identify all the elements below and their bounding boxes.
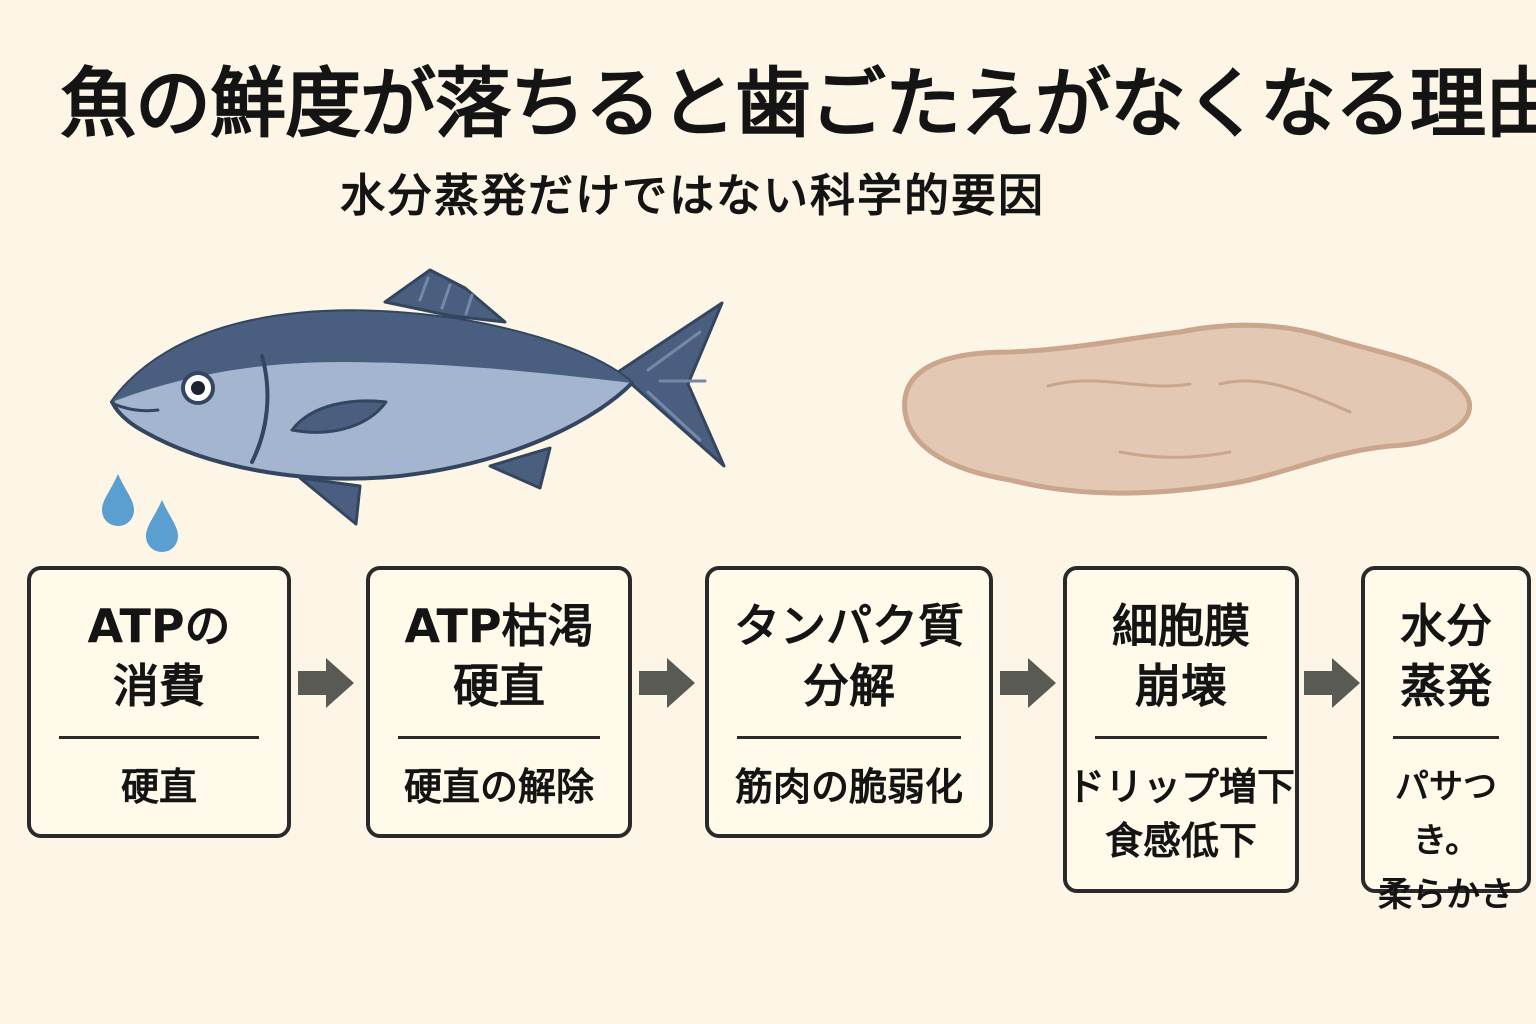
fish-icon bbox=[102, 268, 726, 552]
step-effect: ドリップ増下 食感低下 bbox=[1067, 765, 1296, 863]
step-effect: パサつき。 柔らかさ bbox=[1378, 767, 1514, 915]
divider bbox=[398, 736, 600, 739]
step-effect: 筋肉の脆弱化 bbox=[734, 765, 963, 809]
step-title: タンパク質 分解 bbox=[734, 599, 964, 713]
step-atp-depletion: ATP枯渇 硬直 硬直の解除 bbox=[366, 566, 632, 838]
divider bbox=[59, 736, 259, 739]
step-atp-consumption: ATPの 消費 硬直 bbox=[27, 566, 291, 838]
page-title: 魚の鮮度が落ちると歯ごたえがなくなる理由 bbox=[60, 59, 1536, 148]
water-drop-icon bbox=[146, 500, 178, 552]
arrow-right-icon bbox=[1304, 658, 1360, 708]
arrow-right-icon bbox=[298, 658, 354, 708]
step-title: 水分 蒸発 bbox=[1400, 599, 1492, 713]
arrow-right-icon bbox=[1000, 658, 1056, 708]
step-effect: 硬直 bbox=[120, 765, 197, 809]
step-title: ATP枯渇 硬直 bbox=[404, 599, 594, 713]
step-title: ATPの 消費 bbox=[87, 599, 231, 713]
divider bbox=[1393, 736, 1499, 739]
page-subtitle: 水分蒸発だけではない科学的要因 bbox=[340, 169, 1046, 222]
arrow-right-icon bbox=[639, 658, 695, 708]
step-effect: 硬直の解除 bbox=[403, 765, 594, 809]
fish-fillet-icon bbox=[902, 322, 1473, 496]
step-water-evaporation: 水分 蒸発 パサつき。 柔らかさ bbox=[1361, 566, 1531, 915]
step-title: 細胞膜 崩壊 bbox=[1112, 599, 1250, 713]
divider bbox=[1095, 736, 1267, 739]
divider bbox=[737, 736, 961, 739]
water-drop-icon bbox=[102, 474, 134, 526]
step-membrane-collapse: 細胞膜 崩壊 ドリップ増下 食感低下 bbox=[1063, 566, 1299, 893]
step-protein-breakdown: タンパク質 分解 筋肉の脆弱化 bbox=[705, 566, 993, 838]
